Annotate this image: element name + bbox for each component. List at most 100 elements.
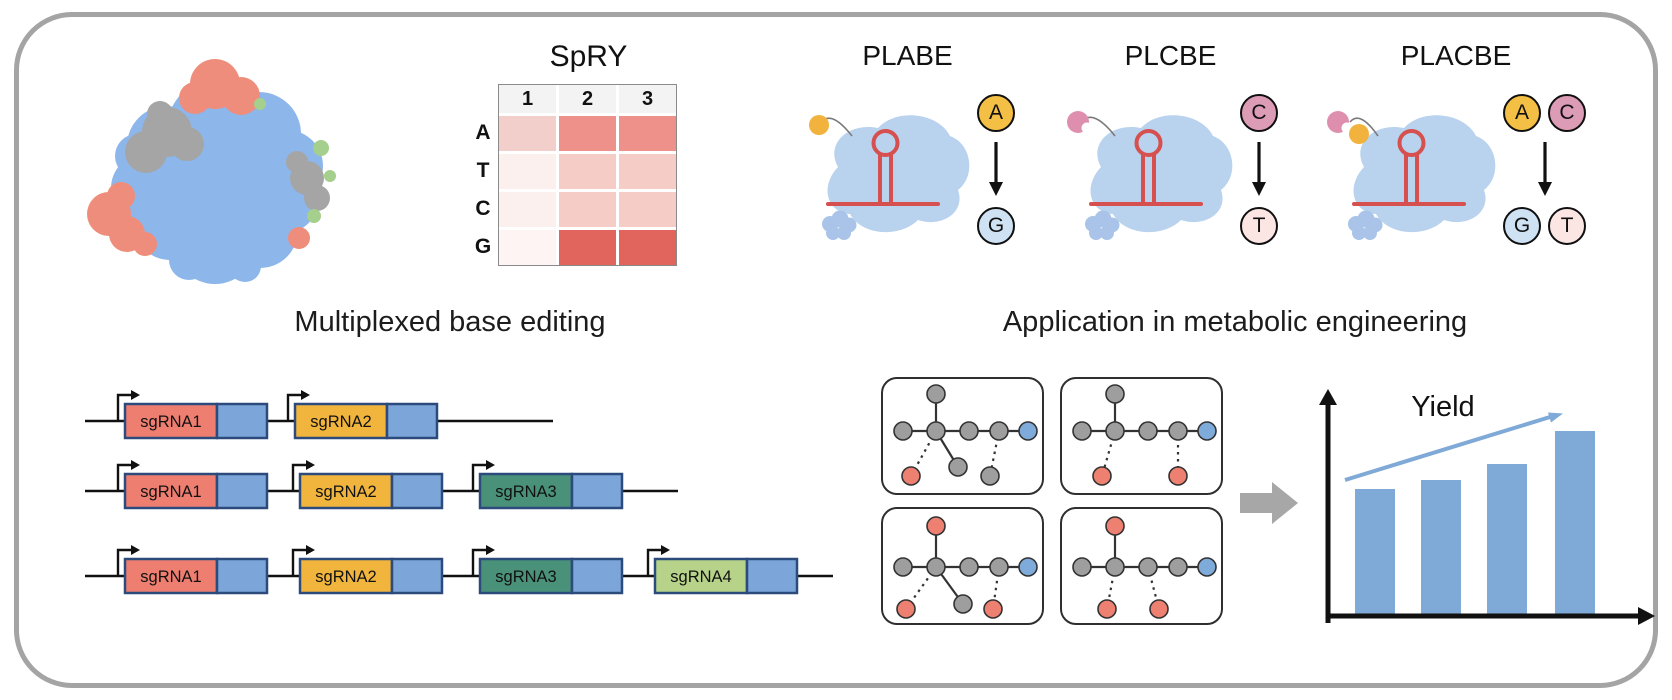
- promoter-arrow-icon: [291, 545, 315, 575]
- base-A: A: [1503, 94, 1541, 132]
- protein-green-domain: [254, 98, 336, 223]
- metabolite-node: [1105, 384, 1125, 404]
- promoter-arrow-icon: [471, 545, 495, 575]
- figure-border: [14, 12, 1658, 688]
- trend-arrow: [1344, 415, 1551, 482]
- spry-heatmap-cell: [559, 230, 616, 265]
- metabolite-node: [1168, 421, 1188, 441]
- sgrna-box: [123, 472, 219, 510]
- sgrna-box: [298, 472, 394, 510]
- metabolite-node: [989, 421, 1009, 441]
- scaffold-box: [390, 472, 444, 510]
- metabolite-node: [1168, 466, 1188, 486]
- spry-heatmap-cell: [499, 154, 556, 189]
- sgrna-label: sgRNA3: [495, 568, 556, 586]
- metabolite-node: [1105, 516, 1125, 536]
- trend-arrowhead-icon: [1548, 412, 1563, 423]
- pathway-graph: [893, 384, 1038, 486]
- conversion-outputs: T: [1240, 207, 1278, 245]
- adenine-deaminase-icon: [1349, 124, 1369, 144]
- metabolite-node: [983, 599, 1003, 619]
- spry-row-header: C: [475, 197, 491, 220]
- sgrna-label: sgRNA1: [140, 483, 201, 501]
- multiplex-heading: Multiplexed base editing: [294, 306, 606, 338]
- metabolite-node: [953, 594, 973, 614]
- editor-title: PLCBE: [1124, 40, 1217, 71]
- spry-col-header: 1: [499, 85, 556, 113]
- metabolic-pathway-panel: [881, 377, 1044, 495]
- pam-interacting-blob-icon: [1348, 210, 1383, 240]
- promoter-arrow-icon: [291, 460, 315, 490]
- spry-row-header: A: [475, 121, 491, 144]
- metabolite-node: [1138, 421, 1158, 441]
- yield-bar: [1487, 464, 1527, 614]
- promoter-arrow-icon: [646, 545, 670, 575]
- base-editor-protein-icon: [1067, 111, 1233, 240]
- promoter-arrow-icon: [116, 460, 140, 490]
- protein-gray-domain: [125, 101, 330, 211]
- spry-row-header: T: [476, 159, 490, 182]
- spry-heatmap-cell: [499, 116, 556, 151]
- sgrna-hairpin-icon: [1352, 129, 1466, 206]
- promoter-arrow-icon: [471, 460, 495, 490]
- scaffold-box: [215, 557, 269, 595]
- spry-col-header: 2: [559, 85, 616, 113]
- base-editor-protein-icon: [1327, 111, 1496, 240]
- pathway-graph: [893, 516, 1038, 619]
- metabolite-node: [926, 516, 946, 536]
- metabolite-node: [1097, 599, 1117, 619]
- spry-heatmap-cell: [499, 230, 556, 265]
- editor-title: PLABE: [862, 40, 953, 71]
- metabolite-node: [980, 466, 1000, 486]
- sgrna-hairpin-icon: [1089, 129, 1203, 206]
- metabolite-node: [1072, 557, 1092, 577]
- base-C: C: [1548, 94, 1586, 132]
- cytidine-deaminase-icon: [1327, 111, 1353, 134]
- sgrna-hairpin-icon: [826, 129, 940, 206]
- metabolite-node: [959, 557, 979, 577]
- pathway-graph: [1072, 516, 1217, 619]
- metabolite-node: [1105, 421, 1125, 441]
- scaffold-box: [215, 402, 269, 440]
- metabolite-node: [926, 557, 946, 577]
- application-heading: Application in metabolic engineering: [1002, 306, 1468, 338]
- pam-interacting-blob-icon: [822, 210, 857, 240]
- editor-title: PLACBE: [1400, 40, 1512, 71]
- sgrna-box: [653, 557, 749, 595]
- metabolite-node: [989, 557, 1009, 577]
- metabolite-node: [896, 599, 916, 619]
- metabolite-node: [926, 421, 946, 441]
- promoter-arrow-icon: [286, 390, 310, 420]
- spry-heatmap-cell: [619, 230, 676, 265]
- sgrna-label: sgRNA4: [670, 568, 731, 586]
- adenine-deaminase-icon: [809, 115, 829, 135]
- spry-row-header: G: [474, 235, 492, 258]
- metabolite-node: [893, 557, 913, 577]
- spry-heatmap-cell: [619, 154, 676, 189]
- sgrna-label: sgRNA1: [140, 413, 201, 431]
- base-T: T: [1548, 207, 1586, 245]
- metabolite-node: [1149, 599, 1169, 619]
- scaffold-box: [385, 402, 439, 440]
- sgrna-label: sgRNA1: [140, 568, 201, 586]
- metabolite-node: [901, 466, 921, 486]
- metabolite-node: [1168, 557, 1188, 577]
- metabolite-node: [893, 421, 913, 441]
- scaffold-box: [215, 472, 269, 510]
- metabolic-pathway-panel: [1060, 377, 1223, 495]
- pathway-graph: [1072, 384, 1217, 486]
- yield-bar-chart: Yield: [1319, 389, 1655, 625]
- pam-interacting-blob-icon: [1085, 210, 1120, 240]
- conversion-inputs: C: [1240, 94, 1278, 132]
- sgrna-box: [298, 557, 394, 595]
- sgrna-label: sgRNA3: [495, 483, 556, 501]
